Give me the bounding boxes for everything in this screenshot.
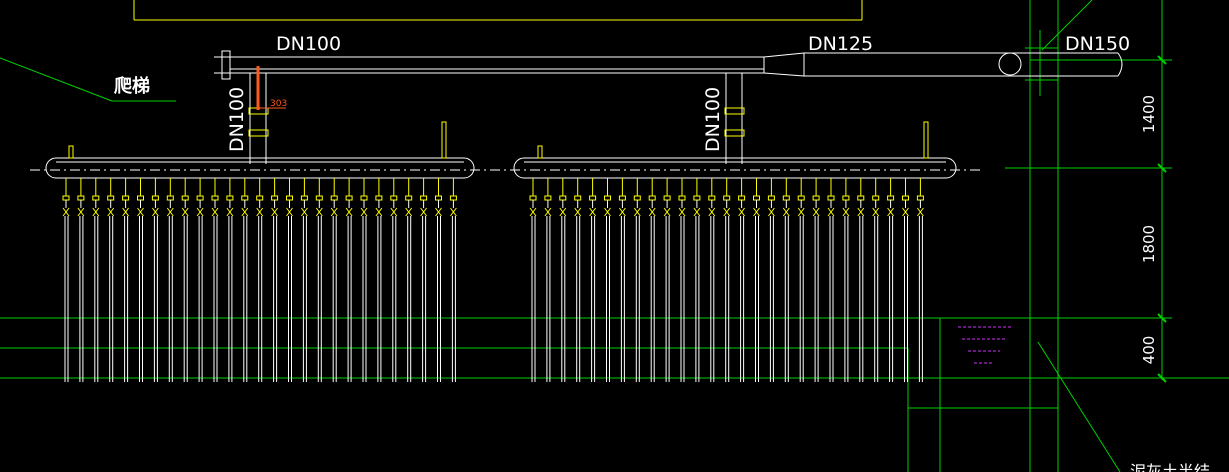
diffuser-tube (271, 178, 279, 382)
diffuser-tube (151, 178, 159, 382)
bottom-note: 泥灰土半结 (1130, 462, 1210, 472)
diagonal-leader-bottom (1037, 341, 1121, 472)
water-level-mark (958, 326, 1012, 364)
diffuser-tubes-right (529, 178, 924, 382)
drop-pipe-left (248, 73, 269, 164)
header-pipe-right (513, 157, 957, 179)
diffuser-tube (678, 178, 686, 382)
diffuser-tube (92, 178, 100, 382)
diffuser-tube (315, 178, 323, 382)
diffuser-tube (226, 178, 234, 382)
diffuser-tube (286, 178, 293, 382)
diffuser-tube (390, 178, 398, 382)
pipe-label-dn100-drop-left: DN100 (226, 87, 248, 152)
diffuser-tube (902, 178, 909, 382)
diffuser-tube (782, 178, 790, 382)
pipe-label-dn150: DN150 (1065, 33, 1130, 55)
diffuser-tube (916, 178, 924, 382)
diffuser-tube (107, 178, 115, 382)
diffuser-tube (842, 178, 850, 382)
diffuser-tube (574, 178, 582, 382)
diffuser-tube (723, 178, 731, 382)
diffuser-tubes-left (62, 178, 457, 382)
diffuser-tube (375, 178, 383, 382)
diffuser-tube (166, 178, 174, 382)
drop-pipe-right (724, 73, 745, 164)
diffuser-tube (122, 178, 130, 382)
diffuser-tube (181, 178, 189, 382)
diffuser-tube (420, 178, 428, 382)
diffuser-tube (633, 178, 641, 382)
diffuser-tube (435, 178, 442, 382)
top-frame (133, 0, 863, 21)
diagonal-leader-topleft (0, 57, 113, 102)
header-pipe-left (45, 157, 475, 179)
diffuser-tube (708, 178, 716, 382)
diffuser-tube (241, 178, 249, 382)
diffuser-tube (589, 178, 597, 382)
diffuser-tube (827, 178, 835, 382)
diffuser-tube (300, 178, 308, 382)
diffuser-tube (330, 178, 338, 382)
diffuser-tube (360, 178, 368, 382)
pipe-label-dn100-drop-right: DN100 (702, 87, 724, 152)
marker-303-label: 303 (270, 99, 287, 109)
diffuser-tube (345, 178, 353, 382)
diffuser-tube (559, 178, 567, 382)
diffuser-tube (449, 178, 457, 382)
diffuser-tube (77, 178, 85, 382)
diffuser-tube (693, 178, 701, 382)
diffuser-tube (812, 178, 820, 382)
diagonal-leader-topright (1041, 0, 1093, 51)
diffuser-tube (753, 178, 760, 382)
diffuser-tube (648, 178, 656, 382)
diffuser-tube (544, 178, 552, 382)
diffuser-tube (738, 178, 746, 382)
diffuser-tube (529, 178, 537, 382)
diffuser-tube (137, 178, 144, 382)
diffuser-tube (256, 178, 264, 382)
diffuser-tube (618, 178, 626, 382)
dimension-middle: 1800 (1140, 225, 1158, 263)
pipe-label-dn100-main: DN100 (276, 33, 341, 55)
diffuser-tube (857, 178, 865, 382)
diffuser-tube (797, 178, 805, 382)
diffuser-tube (405, 178, 413, 382)
diffuser-tube (211, 178, 219, 382)
diffuser-tube (887, 178, 895, 382)
diffuser-tube (872, 178, 880, 382)
dimension-ticks (1157, 55, 1167, 383)
ladder-label: 爬梯 (114, 75, 150, 97)
diffuser-tube (767, 178, 775, 382)
diffuser-tube (604, 178, 611, 382)
diffuser-tube (62, 178, 70, 382)
main-pipe (214, 50, 1123, 80)
dimension-bottom: 400 (1140, 336, 1158, 365)
diffuser-tube (663, 178, 671, 382)
header-vents (68, 121, 929, 159)
dimension-top: 1400 (1140, 95, 1158, 133)
diffuser-tube (196, 178, 204, 382)
pipe-label-dn125: DN125 (808, 33, 873, 55)
